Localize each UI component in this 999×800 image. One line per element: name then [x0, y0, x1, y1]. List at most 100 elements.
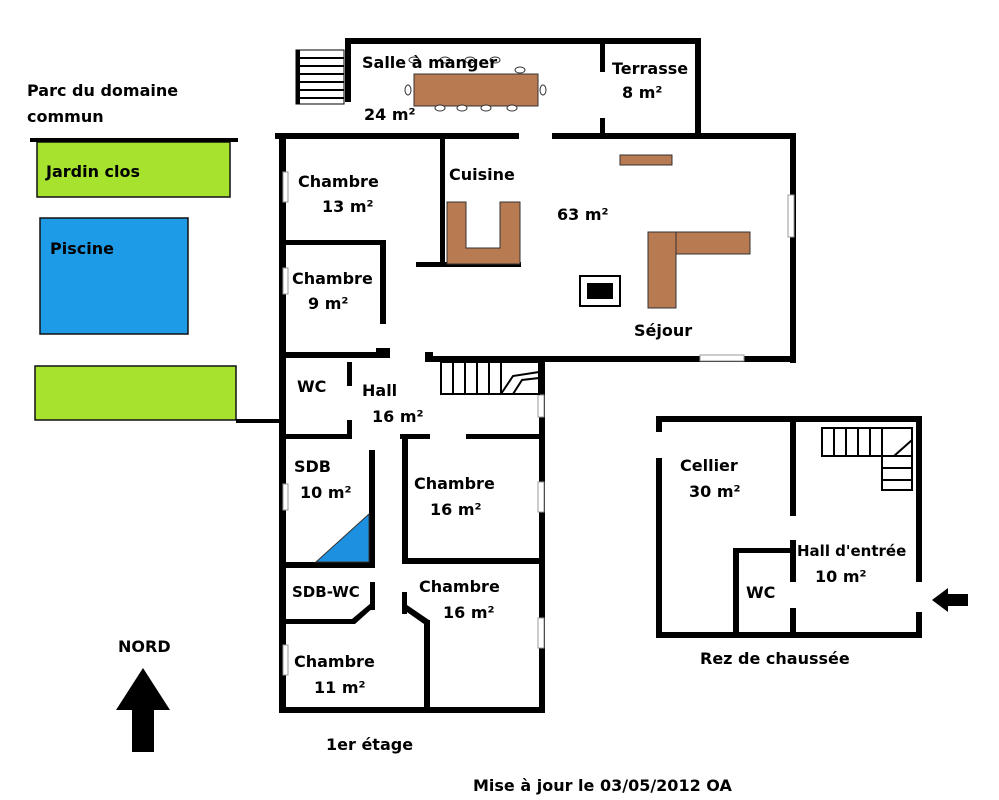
- ground-wc-name: WC: [746, 583, 775, 602]
- wall-sdbwc-diag: [286, 603, 375, 624]
- bedroom-11-area: 11 m²: [314, 678, 366, 697]
- wall-hall-top: [425, 352, 433, 362]
- bedroom-16a-area: 16 m²: [430, 500, 482, 519]
- ground-stairs: [821, 427, 913, 491]
- wall-ground-bottom: [656, 632, 922, 638]
- wall-terrace-divider: [600, 44, 605, 72]
- bedroom-13-name: Chambre: [298, 172, 379, 191]
- terrace-name: Terrasse: [612, 59, 688, 78]
- cellar-name: Cellier: [680, 456, 738, 475]
- window-sdb: [282, 483, 289, 511]
- dining-table: [404, 56, 547, 112]
- sejour-shelf: [619, 154, 673, 166]
- wall-sdb-bottom: [286, 562, 375, 568]
- wall-kitchen-left: [440, 139, 445, 267]
- wall-bedroom16a-left: [402, 439, 408, 563]
- window-bedroom-9: [282, 267, 289, 295]
- garden-fence-top: [30, 138, 238, 142]
- park-label-line2: commun: [27, 107, 104, 126]
- pool: [39, 217, 189, 335]
- wall-cellar-hall: [790, 422, 796, 516]
- wall-sdb-right: [369, 450, 375, 568]
- first-floor-caption: 1er étage: [326, 735, 413, 754]
- sofa-vertical: [647, 231, 677, 309]
- entry-arrow-icon: [932, 588, 968, 612]
- dining-room-area: 24 m²: [364, 105, 416, 124]
- bathroom-wc-name: SDB-WC: [292, 583, 360, 601]
- wall-hall-bottom-right: [466, 434, 545, 439]
- hall-name: Hall: [362, 381, 397, 400]
- hall-area: 16 m²: [372, 407, 424, 426]
- bedroom-9-area: 9 m²: [308, 294, 348, 313]
- wall-bedroom16b-left-a: [402, 592, 407, 614]
- wall-main-top-right: [552, 133, 796, 139]
- wall-wc-right: [347, 362, 352, 386]
- wall-main-bottom: [279, 707, 545, 713]
- bedroom-11-name: Chambre: [294, 652, 375, 671]
- footer-updated: Mise à jour le 03/05/2012 OA: [473, 776, 732, 795]
- garden-bottom: [34, 365, 237, 421]
- wall-dining-right: [695, 38, 701, 138]
- bedroom-16b-area: 16 m²: [443, 603, 495, 622]
- interior-stairs: [440, 361, 540, 395]
- kitchen-counter: [446, 201, 521, 265]
- garden-top: [36, 141, 231, 198]
- north-arrow-icon: [116, 668, 170, 752]
- wall-dining-top: [345, 38, 701, 44]
- window-sejour-right: [787, 194, 795, 238]
- wall-bedroom16a-bottom: [402, 558, 545, 564]
- wall-sdbwc-right: [370, 582, 375, 610]
- wall-right-wing: [539, 362, 545, 712]
- shower-corner: [314, 512, 370, 563]
- pool-label: Piscine: [50, 239, 114, 258]
- window-bedroom-16a: [537, 481, 545, 513]
- wall-dining-left: [345, 38, 351, 102]
- wall-cellar-hall-low: [790, 540, 796, 582]
- wall-wc-bottom: [286, 434, 352, 439]
- kitchen-name: Cuisine: [449, 165, 515, 184]
- bathroom-name: SDB: [294, 457, 331, 476]
- bedroom-13-area: 13 m²: [322, 197, 374, 216]
- living-name: Séjour: [634, 321, 692, 340]
- wall-terrace-divider-low: [600, 118, 605, 134]
- bedroom-9-name: Chambre: [292, 269, 373, 288]
- sofa-horizontal: [675, 231, 751, 255]
- wall-ground-wc-top: [733, 548, 790, 553]
- ground-floor-caption: Rez de chaussée: [700, 649, 850, 668]
- living-area: 63 m²: [557, 205, 609, 224]
- wall-cellar-hall-bottom: [790, 608, 796, 634]
- wall-hall-bottom-left: [400, 434, 430, 439]
- window-sejour-bottom: [699, 354, 745, 362]
- garden-label: Jardin clos: [45, 162, 140, 181]
- bedroom-16b-name: Chambre: [419, 577, 500, 596]
- terrace-area: 8 m²: [622, 83, 662, 102]
- window-bedroom-13: [282, 171, 289, 203]
- bedroom-16a-name: Chambre: [414, 474, 495, 493]
- bathroom-area: 10 m²: [300, 483, 352, 502]
- exterior-stairs: [295, 49, 345, 105]
- wall-bedroom13-bottom: [286, 240, 386, 245]
- fireplace-hearth: [587, 283, 613, 299]
- wall-bedroom9-door-jamb: [376, 348, 390, 354]
- park-label-line1: Parc du domaine: [27, 81, 178, 100]
- window-stairs-right: [537, 394, 545, 418]
- wall-ground-right-top: [916, 416, 922, 582]
- dining-room-name: Salle à manger: [362, 53, 497, 72]
- wall-ground-top: [656, 416, 922, 422]
- wall-bedroom16b-left-b: [424, 620, 430, 710]
- cellar-area: 30 m²: [689, 482, 741, 501]
- wc-name: WC: [297, 377, 326, 396]
- garden-fence-bottom: [236, 419, 280, 423]
- wall-ground-left: [656, 458, 662, 638]
- wall-ground-right-bottom: [916, 612, 922, 638]
- window-bedroom-16b: [537, 617, 545, 649]
- entry-hall-area: 10 m²: [815, 567, 867, 586]
- wall-bedroom9-bottom: [286, 352, 390, 358]
- wall-bedroom9-right: [380, 240, 386, 324]
- wall-ground-left-top: [656, 416, 662, 432]
- wall-wc-right-low: [347, 420, 352, 439]
- north-label: NORD: [118, 637, 171, 656]
- wall-main-right-top: [790, 133, 796, 363]
- wall-main-left: [279, 133, 286, 713]
